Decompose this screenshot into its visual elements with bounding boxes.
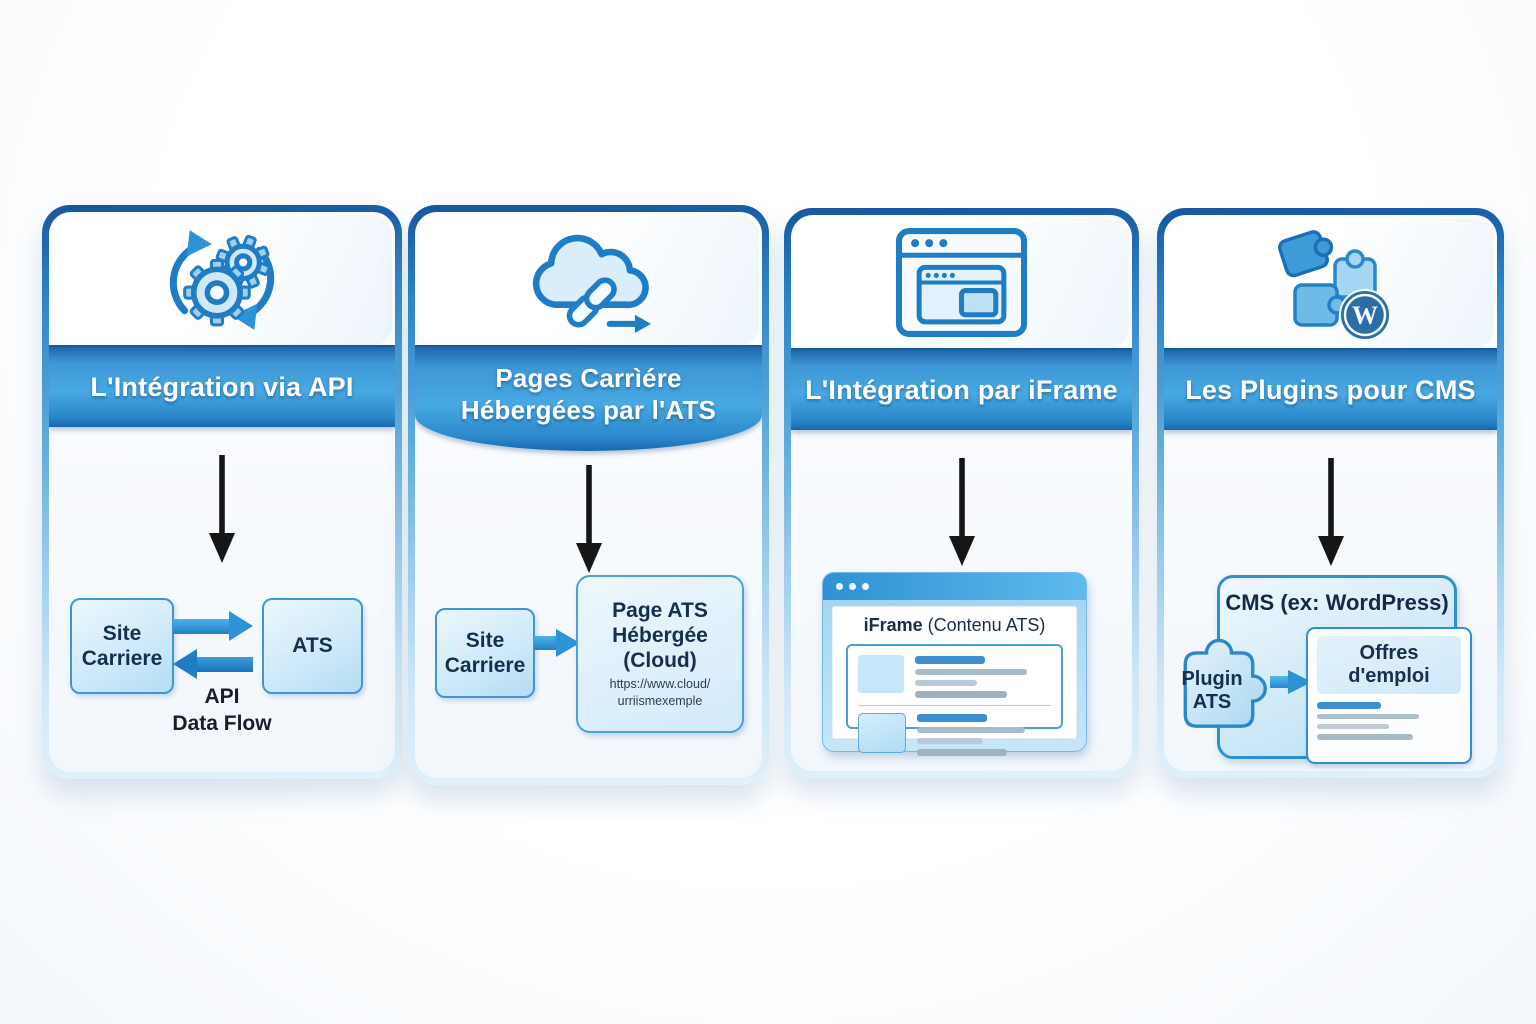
card-api-integration: L'Intégration via API Site Carriere ATS … xyxy=(42,205,402,779)
card-api-inner: L'Intégration via API Site Carriere ATS … xyxy=(49,212,395,772)
browser-iframe-icon xyxy=(895,228,1028,337)
card-ats-hosted-pages: Pages Carrìére Hébergées par l'ATS Site … xyxy=(408,205,769,785)
card-hosted-title-band: Pages Carrìére Hébergées par l'ATS xyxy=(415,345,762,451)
cloud-link-icon xyxy=(532,234,652,333)
site-carriere-node: Site Carriere xyxy=(435,608,535,698)
card-cms-content: CMS (ex: WordPress) Plugin ATS xyxy=(1164,430,1497,771)
offres-emploi-node: Offres d'emploi xyxy=(1306,627,1472,764)
card-hosted-icon-panel xyxy=(418,215,759,345)
arrow-right-icon xyxy=(534,629,580,657)
card-hosted-title: Pages Carrìére Hébergées par l'ATS xyxy=(460,363,717,425)
placeholder-bar xyxy=(1317,724,1389,729)
placeholder-bar xyxy=(1317,702,1381,709)
sync-gears-icon xyxy=(169,230,275,330)
job-listing-row xyxy=(858,713,1051,756)
arrow-left-icon xyxy=(173,649,259,679)
offres-emploi-label: Offres d'emploi xyxy=(1317,636,1461,694)
api-data-flow-label: API Data Flow xyxy=(172,685,272,736)
site-carriere-node: Site Carriere xyxy=(70,598,174,694)
placeholder-bar xyxy=(1317,714,1419,719)
row-divider xyxy=(858,705,1051,706)
iframe-heading-normal: (Contenu ATS) xyxy=(927,615,1046,635)
listing-thumbnail xyxy=(858,713,906,753)
down-arrow-icon xyxy=(948,458,975,566)
browser-titlebar xyxy=(823,573,1086,600)
card-iframe-content: iFrame(Contenu ATS) xyxy=(791,430,1132,771)
iframe-heading-bold: iFrame xyxy=(863,615,923,635)
down-arrow-icon xyxy=(209,455,235,563)
ats-node: ATS xyxy=(262,598,363,694)
browser-viewport: iFrame(Contenu ATS) xyxy=(832,606,1077,756)
down-arrow-icon xyxy=(1317,458,1344,566)
placeholder-bar xyxy=(917,727,1025,733)
listing-text-bars xyxy=(917,713,1025,756)
placeholder-bar xyxy=(917,738,983,744)
card-cms-plugins: W Les Plugins pour CMS CMS (ex: WordPres… xyxy=(1157,208,1504,778)
card-hosted-content: Site Carriere Page ATS Hébergée (Cloud) … xyxy=(415,451,762,778)
puzzle-piece-icon xyxy=(1183,638,1267,728)
wordpress-w-letter: W xyxy=(1352,301,1378,330)
card-iframe-icon-panel xyxy=(794,218,1129,348)
placeholder-bar xyxy=(915,691,1007,698)
job-listing-row xyxy=(858,655,1051,698)
listing-text-bars xyxy=(915,655,1027,698)
card-iframe-inner: L'Intégration par iFrame iFrame(Conten xyxy=(791,215,1132,771)
card-api-title-band: L'Intégration via API xyxy=(49,345,395,427)
card-api-icon-panel xyxy=(52,215,392,345)
placeholder-bar xyxy=(917,714,987,722)
down-arrow-icon xyxy=(575,465,602,573)
card-iframe-integration: L'Intégration par iFrame iFrame(Conten xyxy=(784,208,1139,778)
placeholder-bar xyxy=(915,669,1027,675)
placeholder-bar xyxy=(915,680,977,686)
window-dot xyxy=(836,583,843,590)
card-api-content: Site Carriere ATS API Data Flow xyxy=(49,427,395,772)
card-api-title: L'Intégration via API xyxy=(90,371,354,402)
browser-mockup: iFrame(Contenu ATS) xyxy=(822,572,1087,756)
api-data-flow-arrows xyxy=(173,611,259,679)
placeholder-bar xyxy=(1317,734,1413,740)
cms-container-title: CMS (ex: WordPress) xyxy=(1225,590,1449,615)
iframe-heading: iFrame(Contenu ATS) xyxy=(832,615,1077,636)
placeholder-bar xyxy=(917,749,1007,756)
listing-thumbnail xyxy=(858,655,904,693)
card-cms-inner: W Les Plugins pour CMS CMS (ex: WordPres… xyxy=(1164,215,1497,771)
window-dot xyxy=(862,583,869,590)
arrow-right-icon xyxy=(173,611,259,641)
offres-text-bars xyxy=(1317,702,1461,740)
iframe-content-box xyxy=(846,644,1063,756)
page-ats-url: https://www.cloud/ urriismexemple xyxy=(609,677,711,708)
card-iframe-title: L'Intégration par iFrame xyxy=(805,374,1118,405)
page-ats-title: Page ATS Hébergée (Cloud) xyxy=(612,599,708,672)
puzzle-wordpress-icon: W xyxy=(1277,230,1391,341)
placeholder-bar xyxy=(915,656,985,664)
card-cms-title: Les Plugins pour CMS xyxy=(1185,374,1476,405)
window-dot xyxy=(849,583,856,590)
page-ats-hebergee-node: Page ATS Hébergée (Cloud) https://www.cl… xyxy=(576,575,744,733)
card-cms-icon-panel: W xyxy=(1167,218,1494,348)
plugin-ats-node: Plugin ATS xyxy=(1166,624,1272,734)
plugin-ats-label: Plugin ATS xyxy=(1181,668,1243,713)
card-hosted-inner: Pages Carrìére Hébergées par l'ATS Site … xyxy=(415,212,762,778)
card-cms-title-band: Les Plugins pour CMS xyxy=(1164,348,1497,430)
card-iframe-title-band: L'Intégration par iFrame xyxy=(791,348,1132,430)
